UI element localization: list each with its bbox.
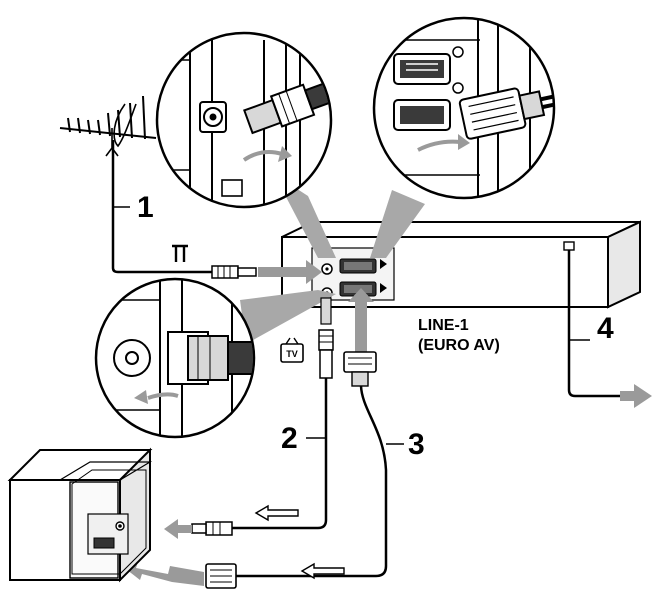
arrow-left-icon	[164, 519, 192, 539]
line-1-label: LINE-1	[418, 317, 469, 334]
euro-av-label: (EURO AV)	[418, 337, 500, 354]
step-4-label: 4	[597, 312, 614, 345]
step-2-label: 2	[281, 422, 298, 455]
tv-icon	[280, 337, 304, 363]
rf-cable-plug-tv	[191, 521, 233, 536]
step-3-label: 3	[408, 428, 425, 461]
tv-icon-text: TV	[286, 349, 298, 359]
zoom-rf-out	[94, 277, 256, 439]
arrow-right-icon	[620, 384, 652, 408]
scart-plug-tv	[205, 563, 237, 589]
direction-arrow-1	[254, 504, 299, 522]
vcr-unit	[281, 220, 641, 309]
step-1-label: 1	[137, 191, 154, 224]
antenna-icon	[59, 95, 157, 222]
direction-arrow-2	[300, 562, 345, 580]
zoom-antenna-in	[155, 31, 333, 209]
scart-plug-top	[343, 351, 377, 387]
zoom-scart	[372, 16, 556, 200]
tv-set	[7, 447, 153, 583]
rf-cable-plug-top	[318, 329, 334, 379]
antenna-plug	[211, 265, 257, 279]
plug-symbol-icon	[172, 244, 188, 262]
arrow-into-tv-icon	[122, 556, 204, 586]
arrow-right-icon	[258, 260, 322, 284]
